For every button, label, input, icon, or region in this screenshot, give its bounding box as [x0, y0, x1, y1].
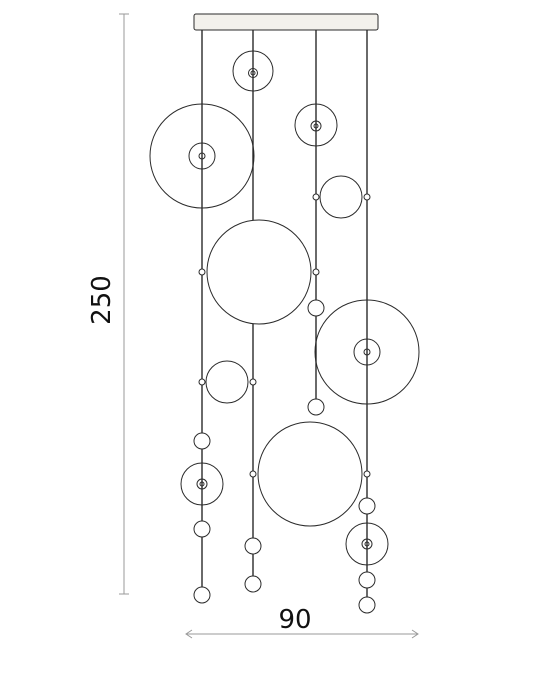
bead	[358, 497, 376, 515]
bead	[307, 398, 325, 416]
bead	[244, 537, 262, 555]
glass-discs	[149, 50, 420, 566]
width-label: 90	[278, 605, 311, 635]
width-arrow-right	[411, 629, 419, 639]
height-dimension: 250	[87, 13, 129, 595]
disc-large-right	[314, 299, 420, 405]
bead	[307, 299, 325, 317]
disc-large-left	[149, 103, 255, 209]
bead	[358, 571, 376, 589]
ceiling-canopy	[193, 13, 379, 31]
width-dimension: 90	[185, 605, 419, 639]
globe-small-left	[198, 360, 257, 404]
disc-medium-right	[294, 103, 338, 147]
globe-upper-right	[312, 175, 371, 219]
glass-globes	[198, 175, 371, 527]
disc-small-right-low	[345, 522, 389, 566]
width-arrow-left	[185, 629, 193, 639]
height-label: 250	[87, 275, 117, 325]
bead	[193, 586, 211, 604]
bead	[244, 575, 262, 593]
bead	[358, 596, 376, 614]
bead	[193, 520, 211, 538]
disc-small-left-low	[180, 462, 224, 506]
globe-middle	[198, 219, 320, 325]
globe-large-bottom	[249, 421, 371, 527]
glass-beads	[193, 299, 376, 614]
disc-small-top	[232, 50, 274, 92]
bead	[193, 432, 211, 450]
